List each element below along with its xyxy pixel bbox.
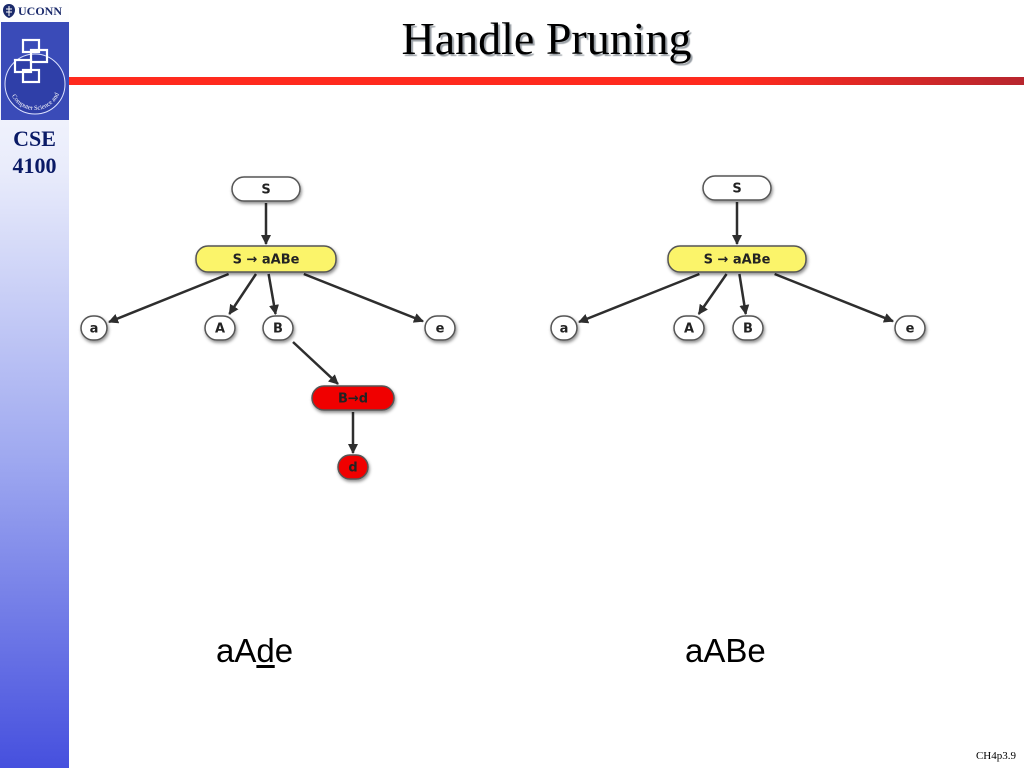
tree1-edge-P1-A: [228, 273, 258, 315]
caption-left-suffix: e: [274, 632, 294, 669]
caption-left: aAde: [216, 632, 293, 670]
slide-title: Handle Pruning: [401, 13, 692, 64]
caption-right-text: aABe: [685, 632, 766, 669]
tree1-edge-B-P2: [292, 341, 339, 385]
sidebar-band: UCONN Computer Science and Engineering C…: [0, 0, 69, 768]
tree1-node-a-label: a: [90, 322, 99, 337]
tree1-node-A-label: A: [215, 322, 225, 337]
tree1-node-P2: B→d: [311, 385, 395, 411]
tree2-node-S-label: S: [732, 182, 741, 197]
tree1-node-d-box: [337, 454, 369, 480]
title-rule: [69, 77, 1024, 85]
tree2-edge-P1-a: [578, 272, 700, 324]
course-code: CSE 4100: [0, 125, 69, 179]
tree1-node-d-label: d: [348, 461, 357, 476]
tree2-node-B-label: B: [743, 322, 753, 337]
tree1-node-S-box: [231, 176, 301, 202]
tree2-node-P1-box: [667, 245, 807, 273]
tree2-node-P1: S → aABe: [667, 245, 807, 273]
tree2-node-A: A: [673, 315, 705, 341]
tree2-node-a-label: a: [560, 322, 569, 337]
tree1-node-a: a: [80, 315, 108, 341]
course-code-line1: CSE: [13, 126, 56, 151]
tree2-node-e: e: [894, 315, 926, 341]
tree1-node-P1-box: [195, 245, 337, 273]
cse-emblem: Computer Science and Engineering: [1, 22, 69, 120]
tree1-node-P1: S → aABe: [195, 245, 337, 273]
tree2-node-S: S: [702, 175, 772, 201]
oak-leaf-icon: [3, 4, 15, 18]
tree2-node-a-box: [550, 315, 578, 341]
tree1-node-d: d: [337, 454, 369, 480]
tree1-node-e-box: [424, 315, 456, 341]
caption-left-prefix: aA: [216, 632, 257, 669]
tree2-node-A-label: A: [684, 322, 694, 337]
tree1-node-e: e: [424, 315, 456, 341]
tree2-edge-P1-A: [697, 273, 728, 315]
caption-right: aABe: [685, 632, 766, 670]
tree1-node-B-box: [262, 315, 294, 341]
tree1-edge-P1-B: [267, 273, 279, 315]
tree2-edge-P1-e: [774, 272, 894, 323]
tree2-node-e-box: [894, 315, 926, 341]
tree2-node-P1-label: S → aABe: [704, 253, 771, 268]
tree1-node-e-label: e: [436, 322, 445, 337]
tree1-edge-P1-a: [108, 272, 230, 324]
tree1-node-P1-label: S → aABe: [233, 253, 300, 268]
tree2-node-B: B: [732, 315, 764, 341]
tree1-node-S-label: S: [261, 183, 270, 198]
tree1-node-P2-box: [311, 385, 395, 411]
tree1-node-A-box: [204, 315, 236, 341]
tree2-node-B-box: [732, 315, 764, 341]
tree1-node-a-box: [80, 315, 108, 341]
uconn-wordmark: UCONN: [18, 3, 62, 18]
tree1-edge-P1-e: [303, 272, 424, 323]
tree2-node-e-label: e: [906, 322, 915, 337]
course-code-line2: 4100: [12, 153, 57, 178]
tree1-node-P2-label: B→d: [338, 392, 368, 407]
tree2-edge-P1-B: [738, 273, 750, 315]
uconn-logo: UCONN: [2, 2, 62, 20]
tree1-node-S: S: [231, 176, 301, 202]
tree1-node-A: A: [204, 315, 236, 341]
slide-number: CH4p3.9: [975, 750, 1016, 762]
caption-left-handle: d: [256, 632, 275, 669]
tree2-node-a: a: [550, 315, 578, 341]
tree1-node-B-label: B: [273, 322, 283, 337]
tree1-node-B: B: [262, 315, 294, 341]
tree2-node-A-box: [673, 315, 705, 341]
tree2-node-S-box: [702, 175, 772, 201]
